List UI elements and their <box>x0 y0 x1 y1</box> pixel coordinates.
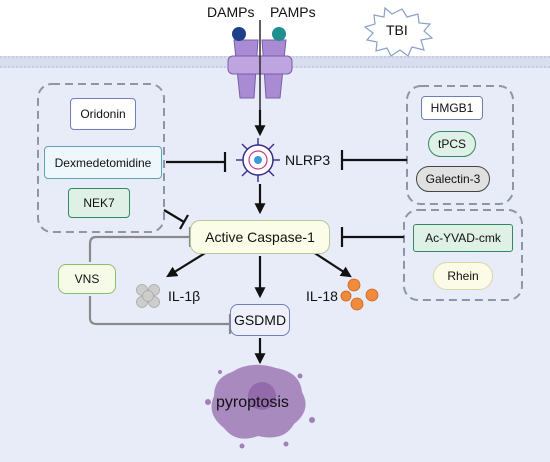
galectin3-box: Galectin-3 <box>416 166 490 192</box>
activators-to-nlrp3-line <box>340 150 407 170</box>
il1b-molecules-icon <box>136 284 160 308</box>
caspase-to-il18-arrow <box>309 249 352 278</box>
oridonin-box: Oridonin <box>70 98 136 130</box>
tpcs-box: tPCS <box>428 131 476 157</box>
caspase-to-il1b-arrow <box>166 249 211 278</box>
tbi-burst-shape <box>363 6 434 57</box>
damps-ball-icon <box>232 27 246 41</box>
nlrp3-label: NLRP3 <box>285 152 331 168</box>
dexmedetomidine-inhibits-nlrp3 <box>166 152 227 172</box>
ac-yvad-cmk-box: Ac-YVAD-cmk <box>413 224 513 252</box>
caspase-inhibitors-line <box>340 227 404 247</box>
il1b-label: IL-1β <box>168 288 201 304</box>
nlrp3-inflammasome-icon <box>236 138 280 182</box>
gsdmd-box: GSDMD <box>230 304 290 336</box>
active-caspase1-box: Active Caspase-1 <box>190 220 330 254</box>
receptor-icon <box>227 20 293 110</box>
rhein-box: Rhein <box>433 262 493 290</box>
vns-box: VNS <box>58 264 116 294</box>
hmgb1-box: HMGB1 <box>421 96 483 120</box>
nek7-box: NEK7 <box>68 188 130 218</box>
right-activator-group <box>406 85 514 205</box>
damps-label: DAMPs <box>207 4 255 20</box>
dexmedetomidine-box: Dexmedetomidine <box>44 146 162 179</box>
pyroptosis-cell-icon <box>205 364 315 449</box>
tbi-label: TBI <box>386 22 408 38</box>
pyroptosis-label: pyroptosis <box>216 394 289 411</box>
nek7-to-caspase-line <box>163 209 189 230</box>
caspase-inhibitor-group <box>403 209 523 301</box>
il18-molecules-icon <box>340 278 379 311</box>
pamps-ball-icon <box>272 27 286 41</box>
il18-label: IL-18 <box>306 288 338 304</box>
pamps-label: PAMPs <box>270 4 316 20</box>
